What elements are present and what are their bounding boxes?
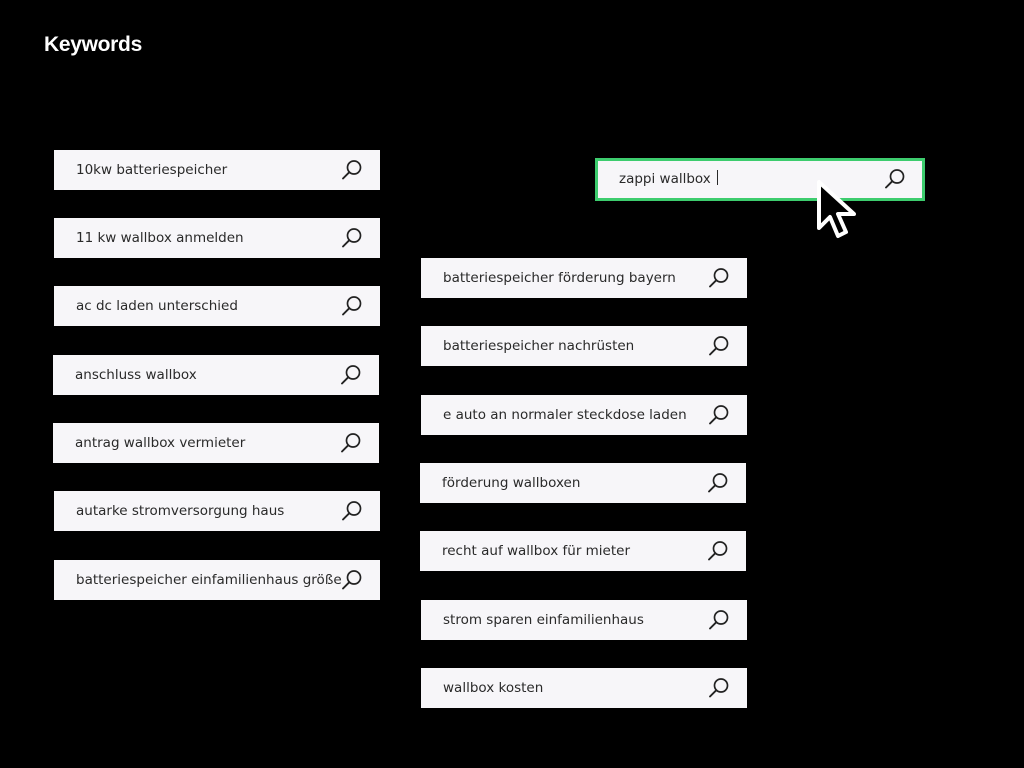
keyword-label: ac dc laden unterschied (76, 298, 238, 314)
page-title: Keywords (44, 33, 142, 56)
search-icon[interactable] (340, 158, 364, 182)
search-icon[interactable] (707, 334, 731, 358)
search-icon[interactable] (339, 363, 363, 387)
search-icon[interactable] (706, 539, 730, 563)
search-input[interactable]: zappi wallbox (595, 158, 925, 201)
search-icon[interactable] (339, 431, 363, 455)
search-icon[interactable] (883, 167, 907, 191)
search-input-value[interactable]: zappi wallbox (619, 161, 718, 198)
keyword-item[interactable]: batteriespeicher einfamilienhaus größe (54, 560, 380, 600)
search-icon[interactable] (707, 266, 731, 290)
keyword-item[interactable]: förderung wallboxen (420, 463, 746, 503)
keyword-label: autarke stromversorgung haus (76, 503, 285, 519)
keyword-item[interactable]: strom sparen einfamilienhaus (421, 600, 747, 640)
keyword-item[interactable]: wallbox kosten (421, 668, 747, 708)
search-icon[interactable] (706, 471, 730, 495)
keyword-label: batteriespeicher nachrüsten (443, 338, 635, 354)
keyword-label: batteriespeicher förderung bayern (443, 270, 676, 286)
keyword-item[interactable]: ac dc laden unterschied (54, 286, 380, 326)
keyword-item[interactable]: 10kw batteriespeicher (54, 150, 380, 190)
search-icon[interactable] (340, 499, 364, 523)
search-input-text: zappi wallbox (619, 171, 711, 187)
keyword-label: 10kw batteriespeicher (76, 162, 228, 178)
keyword-item[interactable]: e auto an normaler steckdose laden (421, 395, 747, 435)
search-icon[interactable] (707, 403, 731, 427)
keyword-label: förderung wallboxen (442, 475, 581, 491)
search-icon[interactable] (707, 676, 731, 700)
keyword-item[interactable]: batteriespeicher förderung bayern (421, 258, 747, 298)
keyword-label: wallbox kosten (443, 680, 544, 696)
keyword-label: antrag wallbox vermieter (75, 435, 246, 451)
search-icon[interactable] (340, 294, 364, 318)
search-icon[interactable] (340, 226, 364, 250)
keyword-label: batteriespeicher einfamilienhaus größe (76, 572, 342, 588)
keyword-item[interactable]: batteriespeicher nachrüsten (421, 326, 747, 366)
search-icon[interactable] (707, 608, 731, 632)
search-icon[interactable] (340, 568, 364, 592)
keyword-label: anschluss wallbox (75, 367, 197, 383)
keyword-item[interactable]: anschluss wallbox (53, 355, 379, 395)
keyword-item[interactable]: antrag wallbox vermieter (53, 423, 379, 463)
text-caret (716, 170, 718, 185)
keyword-item[interactable]: autarke stromversorgung haus (54, 491, 380, 531)
keyword-label: 11 kw wallbox anmelden (76, 230, 244, 246)
keyword-label: e auto an normaler steckdose laden (443, 407, 687, 423)
keyword-item[interactable]: recht auf wallbox für mieter (420, 531, 746, 571)
keyword-label: strom sparen einfamilienhaus (443, 612, 644, 628)
mouse-pointer-icon (817, 180, 856, 238)
keyword-label: recht auf wallbox für mieter (442, 543, 631, 559)
keyword-item[interactable]: 11 kw wallbox anmelden (54, 218, 380, 258)
